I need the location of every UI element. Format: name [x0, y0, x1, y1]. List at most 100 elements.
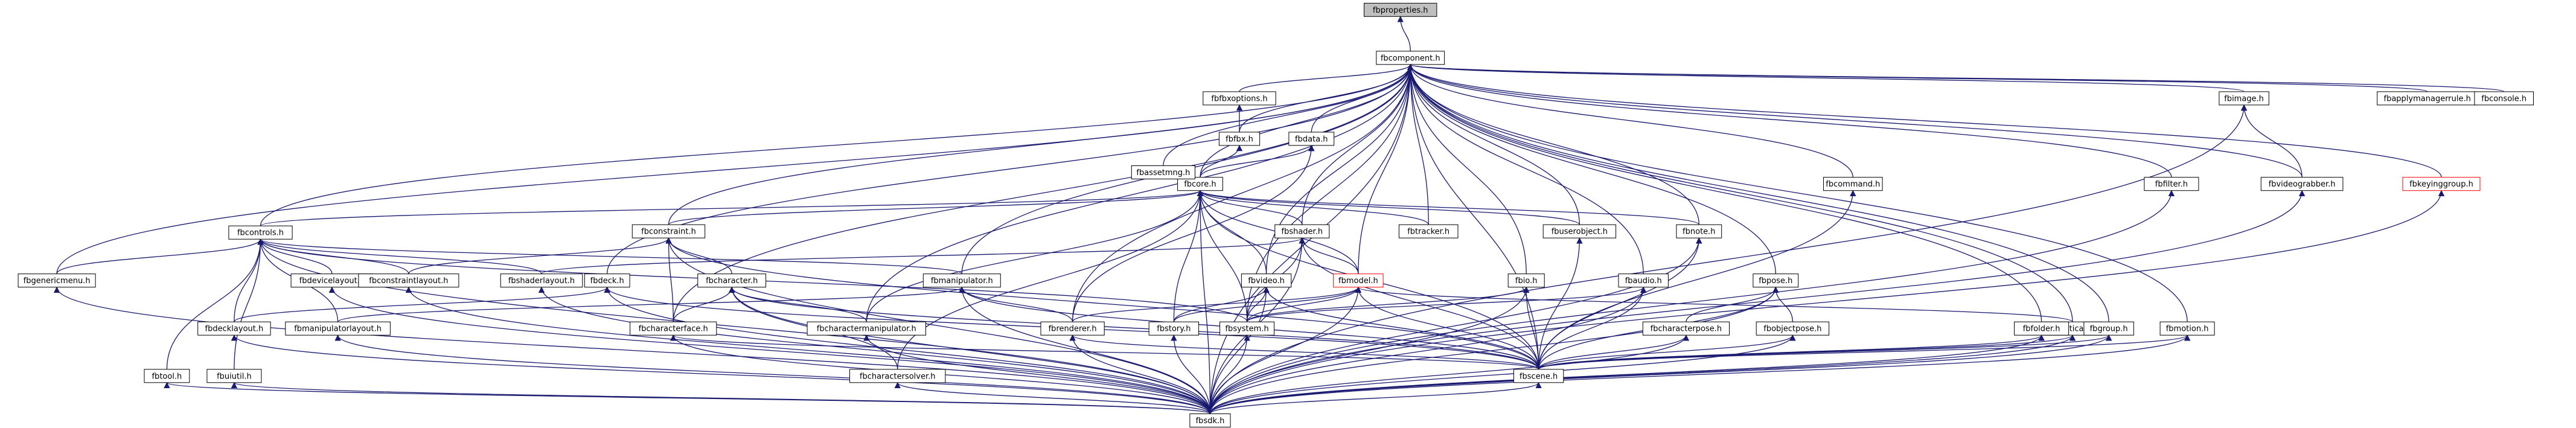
node-box — [1148, 321, 1200, 336]
node-fbmodel[interactable]: fbmodel.h — [1333, 273, 1384, 288]
node-fbcommand[interactable]: fbcommand.h — [1823, 177, 1883, 191]
edge-fbimage-fbvideograbber — [2240, 104, 2303, 177]
edge-line — [1407, 63, 1699, 225]
node-box — [1364, 2, 1437, 17]
edge-line — [729, 286, 1211, 414]
node-fbgenericmenu[interactable]: fbgenericmenu.h — [18, 273, 96, 288]
edge-line — [1209, 190, 2175, 414]
node-fbrenderer[interactable]: fbrenderer.h — [1040, 321, 1105, 336]
node-fbimage[interactable]: fbimage.h — [2219, 91, 2269, 106]
edge-fbdata-fbcore — [1200, 144, 1315, 177]
node-fbuserobject[interactable]: fbuserobject.h — [1542, 224, 1617, 238]
node-fbcharactermanipulator[interactable]: fbcharactermanipulator.h — [807, 321, 926, 336]
node-fbnote[interactable]: fbnote.h — [1676, 224, 1722, 238]
node-fbpose[interactable]: fbpose.h — [1753, 273, 1799, 288]
node-fbproperties[interactable]: fbproperties.h — [1364, 2, 1437, 17]
node-label: fbshaderlayout.h — [508, 276, 575, 286]
node-fbuiutil[interactable]: fbuiutil.h — [206, 369, 262, 383]
edge-line — [1397, 16, 1411, 51]
node-fbdeck[interactable]: fbdeck.h — [584, 273, 630, 288]
edge-line — [1197, 190, 1211, 414]
node-box — [1288, 132, 1335, 146]
edge-fbvideo-fbscene — [1263, 286, 1539, 369]
node-fbconstraint[interactable]: fbconstraint.h — [631, 224, 706, 238]
edge-line — [1197, 190, 1580, 225]
node-fbvideo[interactable]: fbvideo.h — [1241, 273, 1292, 288]
node-fbdevicelayout[interactable]: fbdevicelayout.h — [290, 273, 374, 288]
node-box — [2219, 91, 2269, 106]
node-fbfolder[interactable]: fbfolder.h — [2014, 321, 2069, 336]
edge-fbcomponent-fbgenericmenu — [56, 63, 1414, 274]
edge-fbimage-fbsdk — [1209, 104, 2248, 414]
node-fbfilter[interactable]: fbfilter.h — [2144, 177, 2199, 191]
node-fbshaderlayout[interactable]: fbshaderlayout.h — [500, 273, 583, 288]
edge-line — [1197, 190, 1699, 225]
node-box — [1753, 273, 1799, 288]
node-fbdecklayout[interactable]: fbdecklayout.h — [197, 321, 271, 336]
node-fbkeyinggroup[interactable]: fbkeyinggroup.h — [2402, 177, 2481, 191]
edge-line — [665, 237, 674, 322]
node-fbmanipulator[interactable]: fbmanipulator.h — [922, 273, 1001, 288]
edge-fbcomponent-fbcontrols — [260, 63, 1414, 226]
node-fbobjectpose[interactable]: fbobjectpose.h — [1756, 321, 1830, 336]
node-fbaudio[interactable]: fbaudio.h — [1618, 273, 1669, 288]
edge-fbcomponent-fbvideo — [1265, 63, 1414, 274]
node-fbmanipulatorlayout[interactable]: fbmanipulatorlayout.h — [285, 321, 391, 336]
edge-fbmodel-fbsystem — [1246, 286, 1362, 322]
edge-line — [668, 190, 1203, 225]
node-fbscene[interactable]: fbscene.h — [1513, 369, 1564, 383]
node-label: fbcharactermanipulator.h — [817, 325, 916, 334]
node-fbvideograbber[interactable]: fbvideograbber.h — [2260, 177, 2344, 191]
node-fbassetmng[interactable]: fbassetmng.h — [1131, 165, 1196, 179]
edge-fbcomponent-fbmodel — [1358, 63, 1414, 274]
node-label: fbmotion.h — [2166, 325, 2209, 334]
node-fbcharacterpose[interactable]: fbcharacterpose.h — [1642, 321, 1730, 336]
edge-fbfilter-fbsdk — [1209, 190, 2175, 414]
edge-line — [234, 238, 264, 369]
node-fbtool[interactable]: fbtool.h — [144, 369, 190, 383]
node-fbcontrols[interactable]: fbcontrols.h — [228, 225, 293, 240]
node-fbfbx[interactable]: fbfbx.h — [1218, 132, 1261, 146]
node-fbcharacterface[interactable]: fbcharacterface.h — [630, 321, 717, 336]
node-box — [630, 321, 717, 336]
node-fbsystem[interactable]: fbsystem.h — [1219, 321, 1275, 336]
edge-line — [1538, 334, 2112, 370]
edge-line — [1209, 286, 1362, 414]
edge-line — [166, 238, 264, 369]
edge-fbmanipulator-fbmanipulatorlayout — [337, 286, 965, 322]
edge-fbnote-fbsdk — [1209, 237, 1702, 414]
edge-line — [541, 237, 1305, 275]
edge-line — [1407, 63, 1429, 225]
edge-fbcomponent-fbgroup — [1407, 63, 2109, 322]
edge-fbcontrols-fbtool — [166, 238, 264, 369]
node-fbcharactersolver[interactable]: fbcharactersolver.h — [849, 369, 946, 383]
edge-fbcomponent-fbconsole — [1407, 63, 2505, 92]
node-fbdata[interactable]: fbdata.h — [1288, 132, 1335, 146]
node-fbconsole[interactable]: fbconsole.h — [2474, 91, 2534, 106]
node-fbgroup[interactable]: fbgroup.h — [2083, 321, 2134, 336]
node-fbio[interactable]: fbio.h — [1507, 273, 1545, 288]
edge-line — [1200, 144, 1243, 177]
node-fbstory[interactable]: fbstory.h — [1148, 321, 1200, 336]
node-fbfbxoptions[interactable]: fbfbxoptions.h — [1203, 91, 1276, 106]
node-label: fbuiutil.h — [217, 372, 252, 381]
node-label: fbapplymanagerrule.h — [2384, 94, 2471, 103]
node-box — [1218, 132, 1261, 146]
node-fbcomponent[interactable]: fbcomponent.h — [1376, 51, 1445, 65]
edge-fbcharactersolver-fbsdk — [894, 382, 1211, 415]
node-fbcore[interactable]: fbcore.h — [1177, 177, 1223, 191]
node-fbshader[interactable]: fbshader.h — [1274, 224, 1330, 238]
edge-fbcharacter-fbcharacterface — [673, 286, 735, 322]
node-box — [500, 273, 583, 288]
node-fbcharacter[interactable]: fbcharacter.h — [697, 273, 767, 288]
node-fbconstraintlayout[interactable]: fbconstraintlayout.h — [358, 273, 459, 288]
edge-fbkeyinggroup-fbsdk — [1209, 190, 2445, 414]
node-box — [1542, 224, 1617, 238]
node-fbapplymanagerrule[interactable]: fbapplymanagerrule.h — [2377, 91, 2478, 106]
edge-line — [1538, 286, 1647, 369]
edge-line — [1407, 63, 2303, 177]
node-fbsdk[interactable]: fbsdk.h — [1189, 414, 1231, 427]
node-fbmotion[interactable]: fbmotion.h — [2159, 321, 2215, 336]
node-label: fbmodel.h — [1338, 276, 1378, 286]
node-fbtracker[interactable]: fbtracker.h — [1398, 224, 1459, 238]
